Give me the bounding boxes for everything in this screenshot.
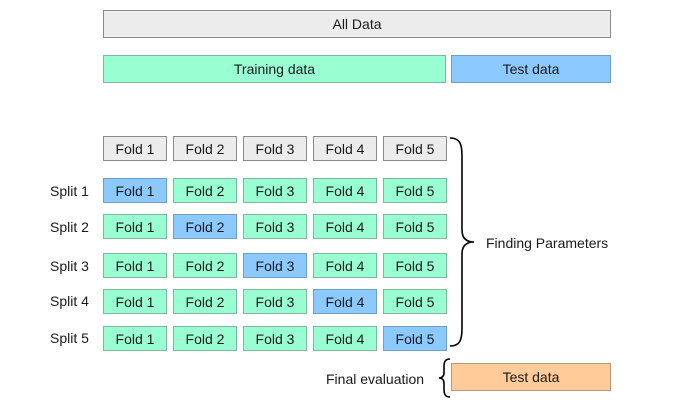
fold-cell-training: Fold 1 — [103, 289, 167, 314]
finding-parameters-label: Finding Parameters — [486, 235, 609, 251]
training-data-bar: Training data — [103, 55, 446, 83]
fold-cell-validation: Fold 5 — [383, 326, 447, 351]
fold-cell-training: Fold 5 — [383, 178, 447, 203]
fold-cell-training: Fold 1 — [103, 214, 167, 239]
final-evaluation-label: Final evaluation — [326, 371, 425, 387]
fold-cell-training: Fold 1 — [103, 253, 167, 278]
test-data-bar: Test data — [451, 55, 611, 83]
finding-parameters-brace — [449, 137, 475, 347]
split-label: Split 3 — [50, 258, 89, 274]
final-test-data-bar: Test data — [451, 363, 611, 391]
fold-cell-validation: Fold 1 — [103, 178, 167, 203]
fold-cell-training: Fold 4 — [313, 214, 377, 239]
split-label: Split 4 — [50, 293, 89, 309]
split-label: Split 2 — [50, 219, 89, 235]
fold-cell-training: Fold 2 — [173, 178, 237, 203]
fold-header-4: Fold 4 — [313, 136, 377, 161]
split-label: Split 5 — [50, 330, 89, 346]
fold-cell-training: Fold 5 — [383, 253, 447, 278]
fold-cell-training: Fold 2 — [173, 289, 237, 314]
fold-cell-training: Fold 4 — [313, 326, 377, 351]
fold-header-3: Fold 3 — [243, 136, 307, 161]
fold-cell-validation: Fold 3 — [243, 253, 307, 278]
fold-cell-training: Fold 5 — [383, 214, 447, 239]
fold-cell-training: Fold 1 — [103, 326, 167, 351]
final-evaluation-brace — [438, 358, 451, 398]
fold-cell-training: Fold 4 — [313, 178, 377, 203]
fold-cell-training: Fold 3 — [243, 326, 307, 351]
split-label: Split 1 — [50, 183, 89, 199]
fold-cell-training: Fold 3 — [243, 214, 307, 239]
fold-cell-training: Fold 2 — [173, 253, 237, 278]
fold-cell-training: Fold 5 — [383, 289, 447, 314]
fold-cell-validation: Fold 4 — [313, 289, 377, 314]
all-data-bar: All Data — [103, 10, 611, 38]
fold-cell-training: Fold 3 — [243, 289, 307, 314]
fold-cell-validation: Fold 2 — [173, 214, 237, 239]
fold-header-5: Fold 5 — [383, 136, 447, 161]
fold-cell-training: Fold 4 — [313, 253, 377, 278]
fold-cell-training: Fold 3 — [243, 178, 307, 203]
fold-header-1: Fold 1 — [103, 136, 167, 161]
fold-cell-training: Fold 2 — [173, 326, 237, 351]
fold-header-2: Fold 2 — [173, 136, 237, 161]
